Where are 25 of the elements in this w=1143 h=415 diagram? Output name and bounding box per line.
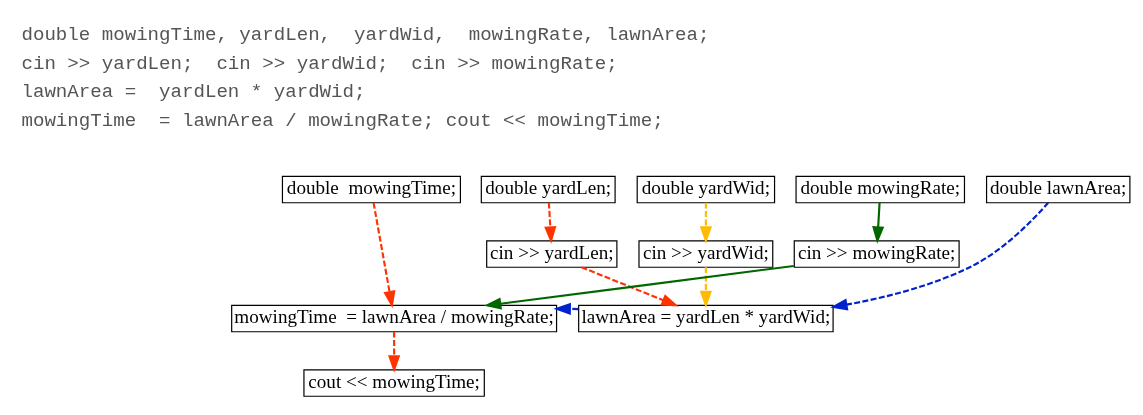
arrow	[544, 202, 557, 244]
node-box: double lawnArea;	[985, 175, 1131, 204]
node-box: cin >> yardWid;	[638, 240, 774, 268]
node-box: cin >> yardLen;	[486, 240, 618, 268]
node-box: cout << mowingTime;	[303, 369, 485, 397]
node-box: cin >> mowingRate;	[793, 240, 960, 268]
node-box: double yardLen;	[480, 175, 616, 204]
node-box: double mowingRate;	[795, 175, 966, 204]
arrow	[872, 202, 885, 244]
label: double mowingTime, yardLen, yardWid, mowingRate, lawnArea;	[21, 24, 710, 47]
arrow	[483, 264, 794, 310]
arrow	[553, 302, 579, 315]
arrow	[372, 202, 396, 309]
arrow	[830, 202, 1049, 311]
arrow	[699, 202, 712, 244]
arrow	[388, 331, 401, 373]
node-box: double mowingTime;	[281, 175, 461, 204]
label: cin >> yardLen; cin >> yardWid; cin >> mowingRate;	[21, 52, 618, 75]
node-box: mowingTime = lawnArea / mowingRate;	[231, 304, 558, 333]
node-box: lawnArea = yardLen * yardWid;	[578, 304, 834, 333]
arrow	[581, 266, 679, 307]
arrow	[699, 267, 712, 309]
label: lawnArea = yardLen * yardWid;	[21, 81, 366, 104]
label: mowingTime = lawnArea / mowingRate; cout << mowingTime;	[21, 110, 664, 133]
node-box: double yardWid;	[636, 175, 776, 204]
